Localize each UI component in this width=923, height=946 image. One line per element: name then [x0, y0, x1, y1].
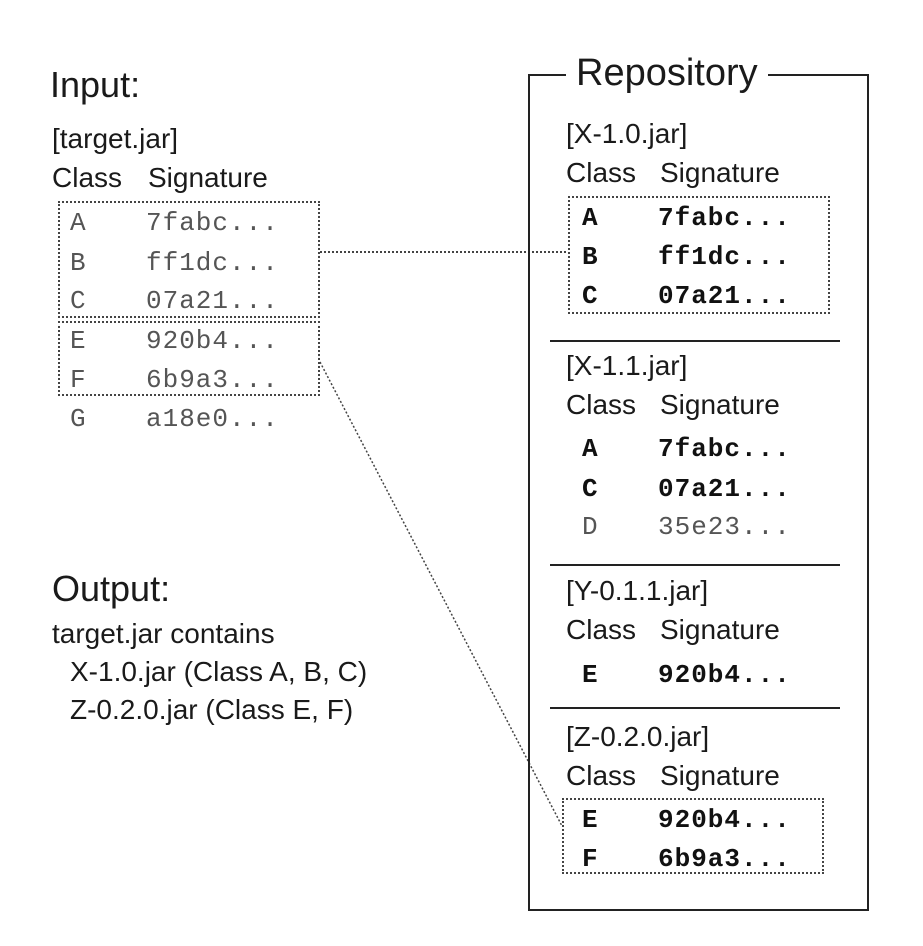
repo-row: A 7fabc... [582, 203, 791, 233]
repo-row: B ff1dc... [582, 242, 791, 272]
input-group-ef-box [58, 321, 320, 396]
repository-title: Repository [566, 52, 768, 95]
class-name: A [70, 208, 87, 238]
input-row: E 920b4... [70, 326, 279, 356]
repo-col-class: Class [566, 157, 637, 188]
class-name: E [70, 326, 87, 356]
output-heading: Output: [52, 568, 171, 609]
signature: a18e0... [146, 404, 279, 434]
class-name: D [582, 512, 599, 542]
repo-col-signature: Signature [660, 614, 780, 645]
repo-match-box-abc [568, 196, 830, 314]
input-row: G a18e0... [70, 404, 279, 434]
repo-col-class: Class [566, 614, 637, 645]
output-line: target.jar contains [52, 618, 275, 649]
signature: 920b4... [146, 326, 279, 356]
repo-row: C 07a21... [582, 474, 791, 504]
repo-separator [550, 707, 840, 709]
signature: 07a21... [658, 281, 791, 311]
repo-row: F 6b9a3... [582, 844, 791, 874]
input-row: B ff1dc... [70, 248, 279, 278]
class-name: B [70, 248, 87, 278]
class-name: B [582, 242, 599, 272]
repo-col-class: Class [566, 389, 637, 420]
repo-row: D 35e23... [582, 512, 791, 542]
repo-row: E 920b4... [582, 805, 791, 835]
signature: 920b4... [658, 660, 791, 690]
class-name: A [582, 434, 599, 464]
output-line: Z-0.2.0.jar (Class E, F) [70, 694, 354, 725]
repo-separator [550, 340, 840, 342]
signature: 7fabc... [658, 203, 791, 233]
class-name: G [70, 404, 87, 434]
class-name: F [70, 365, 87, 395]
signature: ff1dc... [146, 248, 279, 278]
repo-match-box-ef [562, 798, 824, 874]
input-col-class: Class [52, 162, 123, 193]
class-name: E [582, 660, 599, 690]
input-group-abc-box [58, 201, 320, 318]
class-name: F [582, 844, 599, 874]
repo-jar-name: [X-1.0.jar] [566, 118, 688, 149]
signature: 7fabc... [658, 434, 791, 464]
repo-col-signature: Signature [660, 760, 780, 791]
signature: 6b9a3... [658, 844, 791, 874]
repo-separator [550, 564, 840, 566]
input-col-signature: Signature [148, 162, 268, 193]
signature: 7fabc... [146, 208, 279, 238]
repo-row: E 920b4... [582, 660, 791, 690]
repo-jar-name: [Z-0.2.0.jar] [566, 721, 710, 752]
signature: 07a21... [658, 474, 791, 504]
signature: 07a21... [146, 286, 279, 316]
repo-jar-name: [Y-0.1.1.jar] [566, 575, 709, 606]
signature: 920b4... [658, 805, 791, 835]
class-name: E [582, 805, 599, 835]
class-name: C [582, 281, 599, 311]
class-name: A [582, 203, 599, 233]
repo-row: A 7fabc... [582, 434, 791, 464]
repo-col-signature: Signature [660, 389, 780, 420]
connector-ef [319, 361, 563, 827]
input-row: A 7fabc... [70, 208, 279, 238]
signature: ff1dc... [658, 242, 791, 272]
repo-jar-name: [X-1.1.jar] [566, 350, 688, 381]
input-heading: Input: [50, 64, 141, 105]
class-name: C [582, 474, 599, 504]
signature: 6b9a3... [146, 365, 279, 395]
output-line: X-1.0.jar (Class A, B, C) [70, 656, 368, 687]
repo-row: C 07a21... [582, 281, 791, 311]
repo-col-signature: Signature [660, 157, 780, 188]
repo-col-class: Class [566, 760, 637, 791]
input-row: F 6b9a3... [70, 365, 279, 395]
signature: 35e23... [658, 512, 791, 542]
input-row: C 07a21... [70, 286, 279, 316]
input-jar-name: [target.jar] [52, 123, 179, 154]
class-name: C [70, 286, 87, 316]
